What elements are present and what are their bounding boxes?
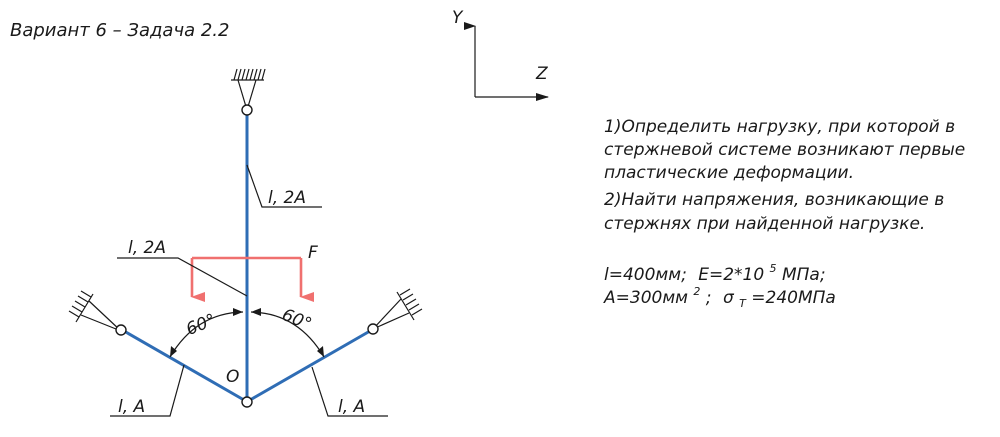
force-f: F xyxy=(190,243,318,302)
param-e-base: E=2*10 xyxy=(698,265,764,285)
leader-line-left xyxy=(110,364,185,417)
right-wall-line xyxy=(396,291,415,321)
label-rod-left: l, A xyxy=(118,397,145,417)
hinge-top xyxy=(241,104,253,116)
task-line-1: 1)Определить нагрузку, при которой в xyxy=(604,117,955,137)
label-rod-vertical: l, 2A xyxy=(268,188,306,208)
angle-arrow-right-bottom xyxy=(317,346,324,357)
hinge-o xyxy=(241,396,253,408)
param-e-exponent: 5 xyxy=(770,262,777,275)
angle-right: 60° xyxy=(250,305,325,358)
leader-rod-right: l, A xyxy=(311,366,388,417)
y-axis-label: Y xyxy=(452,8,464,28)
param-sigma-value: =240МПа xyxy=(751,288,836,308)
point-o-label: O xyxy=(226,367,239,387)
task-title: Вариант 6 – Задача 2.2 xyxy=(10,20,229,41)
leader-rod-left: l, A xyxy=(110,364,185,417)
left-wall-hatching xyxy=(68,290,92,318)
z-axis-label: Z xyxy=(535,64,548,84)
left-wall-line xyxy=(75,293,94,323)
param-sigma-subscript: Т xyxy=(739,297,747,310)
param-a-separator: ; xyxy=(706,288,712,308)
hinge-right xyxy=(367,323,379,335)
right-wall-hatching xyxy=(399,288,423,316)
param-sigma-symbol: σ xyxy=(723,288,735,308)
angle-arrow-left-top xyxy=(233,308,243,316)
param-line-1: l=400мм; E=2*10 5 МПа; xyxy=(604,257,826,285)
left-support xyxy=(68,290,122,332)
task-parameters: l=400мм; E=2*10 5 МПа; A=300мм 2 ; σ Т =… xyxy=(603,257,836,312)
task-statement: 1)Определить нагрузку, при которой в сте… xyxy=(604,117,965,234)
leader-line-vertical xyxy=(246,164,322,208)
task-line-4: 2)Найти напряжения, возникающие в xyxy=(604,190,944,210)
angle-label-left: 60° xyxy=(183,310,218,340)
rod-right xyxy=(248,329,372,402)
leader-line-right xyxy=(311,366,388,417)
left-support-bracket xyxy=(80,300,122,332)
leader-line-link xyxy=(117,257,248,297)
label-rod-link: l, 2A xyxy=(128,238,166,258)
top-wall-hatching xyxy=(233,68,266,81)
task-line-5: стержнях при найденной нагрузке. xyxy=(604,214,925,234)
top-support xyxy=(231,68,266,113)
param-l: l=400мм; xyxy=(604,265,687,285)
param-e-unit: МПа; xyxy=(782,265,826,285)
leader-rod-link: l, 2A xyxy=(117,238,248,297)
angle-arrow-right-top xyxy=(251,308,261,316)
leader-rod-vertical: l, 2A xyxy=(246,164,322,208)
coordinate-axes: Y Z xyxy=(452,8,549,101)
z-axis-arrowhead xyxy=(536,93,549,101)
param-a-exponent: 2 xyxy=(693,285,700,298)
param-line-2: A=300мм 2 ; σ Т =240МПа xyxy=(603,280,836,312)
label-rod-right: l, A xyxy=(338,397,365,417)
task-line-3: пластические деформации. xyxy=(604,163,854,183)
hinge-left xyxy=(115,324,127,336)
force-label: F xyxy=(308,243,318,263)
param-a-base: A=300мм xyxy=(603,288,688,308)
angle-arrow-left-bottom xyxy=(170,346,177,357)
angle-left: 60° xyxy=(169,308,244,358)
right-support xyxy=(372,288,423,330)
angle-label-right: 60° xyxy=(279,305,314,335)
task-line-2: стержневой системе возникают первые xyxy=(604,140,965,160)
